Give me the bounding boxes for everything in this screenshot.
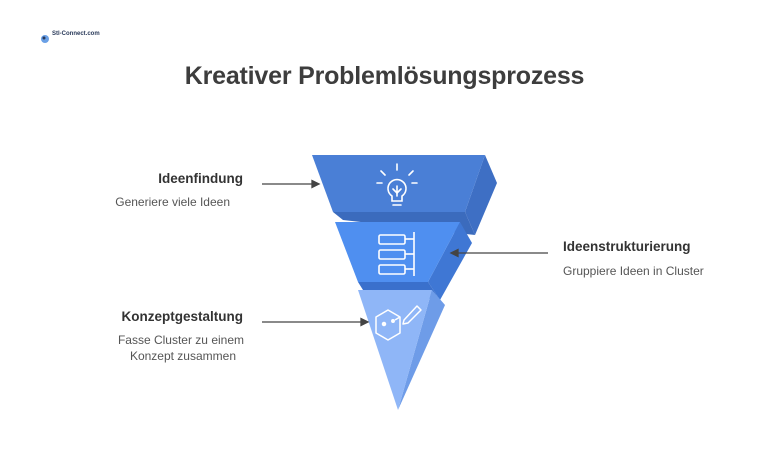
step-1-heading: Ideenfindung (158, 171, 243, 186)
hierarchy-icon (378, 232, 415, 276)
page-title: Kreativer Problemlösungsprozess (184, 62, 585, 90)
brain-logo-icon (41, 35, 49, 43)
step-3-description-line2: Konzept zusammen (129, 349, 236, 363)
arrowhead-ideenstrukturierung (449, 248, 459, 258)
arrowhead-konzeptgestaltung (360, 317, 370, 327)
step-3-description-line1: Fasse Cluster zu einem (117, 333, 244, 347)
segment-2-front (335, 222, 460, 282)
step-3-heading: Konzeptgestaltung (121, 309, 244, 324)
arrowhead-ideenfindung (311, 179, 321, 189)
step-2-heading: Ideenstrukturierung (563, 239, 691, 254)
segment-1-side (465, 155, 497, 235)
logo-text: Stl-Connect.com (52, 31, 100, 37)
lightbulb-icon (376, 163, 418, 206)
step-1-description: Generiere viele Ideen (115, 195, 230, 209)
logo: Stl-Connect.com (40, 31, 100, 43)
cube-pencil-icon (375, 305, 422, 341)
step-2-description: Gruppiere Ideen in Cluster (563, 264, 704, 278)
segment-1-front (312, 155, 485, 212)
segment-3-side (398, 290, 445, 410)
segment-2-side (428, 222, 472, 300)
